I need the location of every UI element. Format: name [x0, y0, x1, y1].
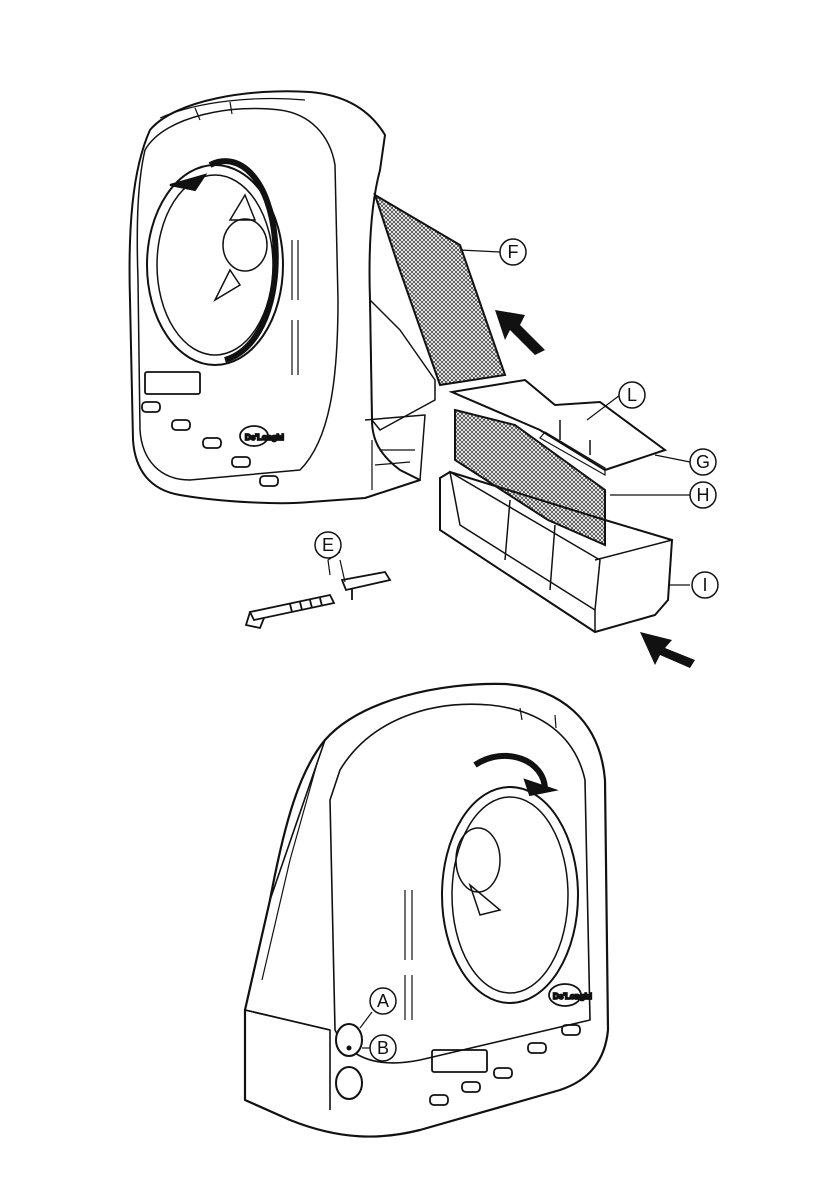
label-E: E: [322, 535, 334, 555]
callout-I: I: [692, 572, 718, 598]
top-control-panel: De'Longhi: [142, 372, 284, 486]
top-logo-text: De'Longhi: [245, 433, 284, 442]
label-B: B: [377, 1038, 389, 1058]
callout-H: H: [690, 482, 716, 508]
label-A: A: [377, 991, 389, 1011]
label-G: G: [696, 452, 710, 472]
button-B: [336, 1067, 362, 1099]
screw-and-plug-E: [246, 572, 390, 628]
label-I: I: [702, 575, 707, 595]
arrow-up-icon: [495, 310, 545, 355]
callout-F: F: [500, 239, 526, 265]
top-fan: [147, 161, 283, 365]
filter-H: [455, 410, 605, 545]
callout-A: A: [370, 988, 396, 1014]
arrow-drawer-icon: [640, 632, 695, 668]
callout-G: G: [690, 449, 716, 475]
label-L: L: [627, 385, 637, 405]
bottom-appliance-body: [245, 684, 608, 1137]
callout-L: L: [619, 382, 645, 408]
filter-F: [375, 195, 505, 385]
callout-B: B: [370, 1035, 396, 1061]
label-H: H: [697, 485, 710, 505]
button-A: [336, 1024, 362, 1056]
bottom-logo-text: De'Longhi: [553, 992, 592, 1001]
bottom-fan: [442, 756, 578, 1003]
label-F: F: [508, 242, 519, 262]
callout-E: E: [315, 532, 341, 558]
